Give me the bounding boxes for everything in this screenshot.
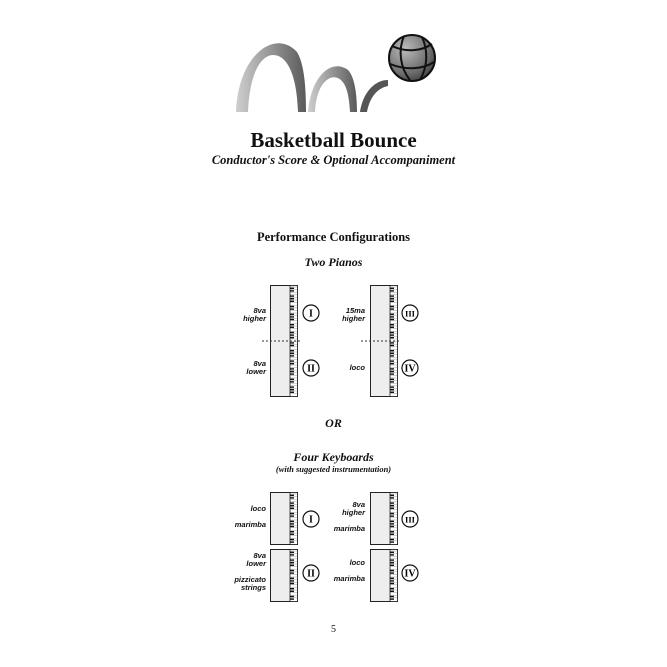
keyboard-3 <box>370 492 398 545</box>
svg-text:I: I <box>309 309 313 320</box>
split-line-2 <box>361 340 401 342</box>
four-keyboards-sublabel: (with suggested instrumentation) <box>275 464 392 474</box>
keyboard-2-label: 8va lower pizzicato strings <box>234 551 266 592</box>
svg-text:III: III <box>405 309 416 319</box>
numeral-badge-kb-III: III <box>401 510 419 528</box>
page-title: Basketball Bounce <box>250 128 417 152</box>
svg-text:III: III <box>405 515 416 525</box>
numeral-badge-I: I <box>302 304 320 322</box>
numeral-badge-II: II <box>302 359 320 377</box>
svg-text:IV: IV <box>404 364 416 375</box>
numeral-badge-kb-I: I <box>302 510 320 528</box>
bounce-arc-2 <box>308 66 357 112</box>
keyboard-1-label: loco marimba <box>234 504 266 529</box>
split-line-1 <box>262 340 302 342</box>
two-pianos-label: Two Pianos <box>304 255 363 269</box>
keyboard-4-label: loco marimba <box>333 558 365 583</box>
svg-text:IV: IV <box>404 569 416 580</box>
page-number: 5 <box>331 624 336 635</box>
piano-2-lower-label: loco <box>349 363 365 372</box>
four-keyboards-label: Four Keyboards <box>293 450 374 464</box>
svg-text:II: II <box>307 569 315 580</box>
svg-text:I: I <box>309 515 313 526</box>
bounce-arc-1 <box>236 43 306 112</box>
numeral-badge-kb-IV: IV <box>401 564 419 582</box>
basketball-icon <box>388 34 436 82</box>
keyboard-3-label: 8va higher marimba <box>333 500 365 533</box>
page-subtitle: Conductor's Score & Optional Accompanime… <box>211 153 456 167</box>
piano-2-upper-label: 15ma higher <box>342 306 365 323</box>
piano-1-upper-label: 8va higher <box>243 306 266 323</box>
keyboard-1 <box>270 492 298 545</box>
section-heading: Performance Configurations <box>256 230 411 244</box>
numeral-badge-IV: IV <box>401 359 419 377</box>
keyboard-2 <box>270 549 298 602</box>
numeral-badge-kb-II: II <box>302 564 320 582</box>
svg-text:II: II <box>307 364 315 375</box>
piano-1-lower-label: 8va lower <box>246 359 266 376</box>
keyboard-4 <box>370 549 398 602</box>
bounce-arc-3 <box>360 80 388 112</box>
or-label: OR <box>325 416 342 430</box>
numeral-badge-III: III <box>401 304 419 322</box>
bounce-logo <box>236 34 436 112</box>
